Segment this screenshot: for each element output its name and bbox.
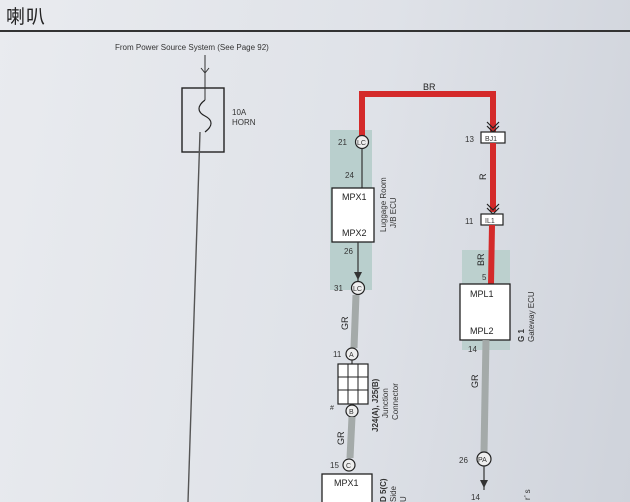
arrow-down-pa [480,480,488,488]
junction-letter-b: B [349,409,354,416]
connector-bj1-num: 13 [465,135,474,144]
connector-lc-top-num: 21 [338,138,347,147]
junction-grid [337,363,369,405]
fuse-output-wire [187,131,201,502]
connector-c15-code: C [346,463,351,470]
wire-br-top [359,91,496,142]
wire-label-br-top: BR [423,82,436,92]
arrow-down-lc [354,272,362,280]
wire-label-gr-2: GR [336,431,346,445]
bottom-ecu-code: D 5(C) [379,478,388,502]
connector-lc-bottom-num: 31 [334,284,343,293]
junction-side-mark: # [330,405,334,412]
gateway-port-top: MPL1 [470,289,494,299]
junction-letter-a: A [349,352,354,359]
bottom-ecu-port-top: MPX1 [334,478,359,488]
fuse-rating: 10A [232,108,247,117]
ecu-luggage-port-bottom: MPX2 [342,228,367,238]
bottom-ecu-box [321,473,373,502]
junction-pin-top: 11 [333,350,342,359]
connector-c15-num: 15 [330,461,339,470]
ecu-luggage-name-1: Luggage Room [379,177,388,232]
connector-lc-top [354,134,370,150]
fuse-element [198,99,212,133]
connector-lc-bottom [350,280,366,296]
wire-br-2 [488,224,495,285]
fuse-name: HORN [232,118,256,127]
bottom-ecu-line3: U [399,496,408,502]
connector-lc-bottom-code: LC [353,286,362,293]
connector-lc-top-code: LC [357,140,366,147]
ecu-luggage-box [331,187,375,243]
title-rule [0,30,630,32]
connector-pa-num: 26 [459,456,468,465]
wire-label-br-2: BR [476,253,486,266]
source-arrow [200,55,210,74]
connector-pa-code: PA [478,457,487,464]
fuse-box [181,87,225,153]
gateway-name: Gateway ECU [527,291,536,342]
bottom-ecu-line2: Side [389,485,398,502]
gateway-port-bottom: MPL2 [470,326,494,336]
ecu-luggage-pin-out: 26 [344,247,353,256]
junction-name-2: Connector [391,383,400,420]
page-title: 喇叭 [6,7,47,28]
connector-bj1-code: BJ1 [485,136,497,143]
gateway-pin-in: 5 [482,273,487,282]
ecu-luggage-port-top: MPX1 [342,192,367,202]
gateway-pin-out: 14 [468,345,477,354]
bottom-right-pin: 14 [471,493,480,502]
wire-label-r: R [478,173,488,180]
ecu-luggage-pin-in: 24 [345,171,354,180]
connector-il1-code: IL1 [485,218,495,225]
wire-gr-1 [350,294,360,349]
gateway-code: G 1 [517,329,526,342]
source-note: From Power Source System (See Page 92) [115,43,269,52]
wire-gr-3 [480,339,490,453]
wire-label-gr-1: GR [340,316,350,330]
bottom-right-note: r’ s [523,489,532,500]
wire-gr-2 [346,416,356,459]
connector-il1-num: 11 [465,217,474,226]
junction-code: J24(A), J25(B) [371,378,380,432]
connector-c15 [342,458,356,472]
junction-name-1: Junction [381,388,390,418]
wire-label-gr-3: GR [470,374,480,388]
ecu-luggage-name-2: J/B ECU [389,197,398,228]
gateway-box [459,283,511,341]
